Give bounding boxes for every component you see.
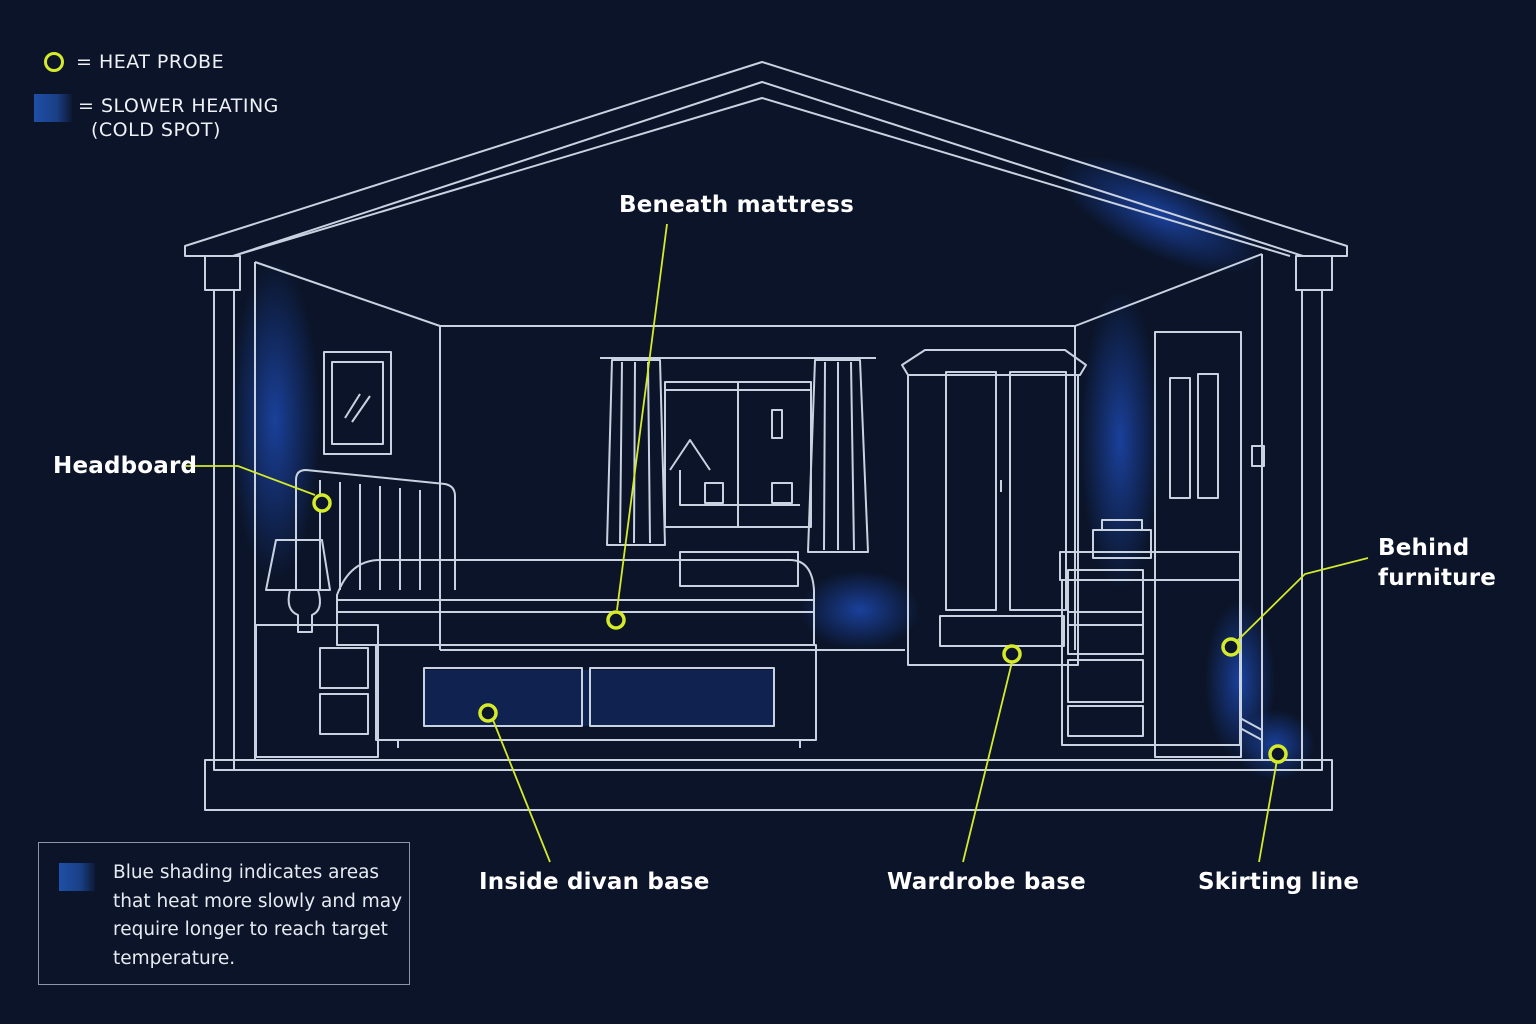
probe-headboard xyxy=(312,493,332,513)
probe-behind-furniture xyxy=(1221,637,1241,657)
legend-probe-text: = HEAT PROBE xyxy=(76,51,225,73)
lamp xyxy=(265,539,331,591)
label-wardrobe-base: Wardrobe base xyxy=(887,869,1086,895)
legend-cold-text: = SLOWER HEATING (COLD SPOT) xyxy=(78,94,279,142)
divan-base xyxy=(375,644,817,741)
headboard xyxy=(295,469,456,590)
mattress xyxy=(336,559,815,646)
legend-cold-line1: = SLOWER HEATING xyxy=(78,95,279,117)
left-wall xyxy=(213,289,235,771)
note-cold-swatch-icon xyxy=(59,863,95,891)
cold-spot-swatch-icon xyxy=(34,94,72,122)
probe-ring-icon xyxy=(44,52,64,72)
skirting xyxy=(1239,717,1263,741)
right-wall xyxy=(1301,289,1323,771)
legend-heat-probe: = HEAT PROBE xyxy=(34,50,224,74)
legend-cold-line2: (COLD SPOT) xyxy=(91,119,221,141)
label-behind-line2: furniture xyxy=(1378,565,1497,591)
label-headboard: Headboard xyxy=(53,453,198,479)
note-text: Blue shading indicates areas that heat m… xyxy=(113,862,403,969)
cold-spot-shading xyxy=(230,156,1315,780)
note-box: Blue shading indicates areas that heat m… xyxy=(38,842,410,985)
nightstand xyxy=(255,624,379,758)
probe-wardrobe-base xyxy=(1002,644,1022,664)
label-inside-divan-base: Inside divan base xyxy=(479,869,710,895)
legend-cold-spot: = SLOWER HEATING (COLD SPOT) xyxy=(34,94,279,142)
probe-beneath-mattress xyxy=(606,610,626,630)
door xyxy=(1154,331,1242,758)
label-behind-furniture: Behind furniture xyxy=(1378,533,1496,593)
radiator xyxy=(679,551,799,587)
floor-slab xyxy=(204,759,1333,811)
probe-skirting-line xyxy=(1268,744,1288,764)
picture-frame xyxy=(323,351,392,455)
label-beneath-mattress: Beneath mattress xyxy=(619,192,854,218)
label-skirting-line: Skirting line xyxy=(1198,869,1360,895)
curtain-right xyxy=(807,359,869,553)
heat-probes xyxy=(312,493,1288,764)
label-behind-line1: Behind xyxy=(1378,535,1470,561)
leader-lines xyxy=(186,223,1369,863)
curtain-left xyxy=(606,359,666,546)
probe-inside-divan-base xyxy=(478,703,498,723)
